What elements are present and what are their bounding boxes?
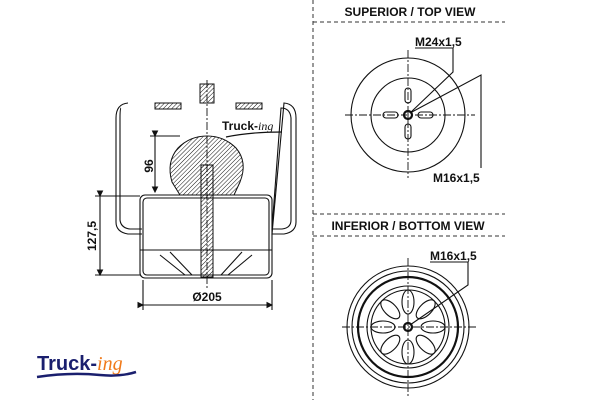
- watermark-logo: Truck-ing: [222, 119, 273, 133]
- side-view: 96 127,5 Ø205 Truck-ing: [85, 80, 297, 310]
- label-m16-bottom: M16x1,5: [430, 249, 477, 263]
- label-m24: M24x1,5: [415, 35, 462, 49]
- top-view: SUPERIOR / TOP VIEW M24x1,5 M16x1,5: [345, 5, 482, 185]
- dimension-127-5: 127,5: [85, 221, 99, 251]
- dimension-96: 96: [142, 159, 156, 173]
- dimension-diameter: Ø205: [192, 290, 222, 304]
- brand-logo: Truck-ing: [36, 353, 137, 379]
- bottom-view-title: INFERIOR / BOTTOM VIEW: [331, 219, 485, 233]
- bottom-view: INFERIOR / BOTTOM VIEW M16x1,5: [331, 219, 485, 396]
- label-m16-top: M16x1,5: [433, 171, 480, 185]
- top-view-title: SUPERIOR / TOP VIEW: [345, 5, 477, 19]
- svg-text:Truck-ing: Truck-ing: [37, 353, 123, 375]
- bellows-outline: [115, 102, 297, 235]
